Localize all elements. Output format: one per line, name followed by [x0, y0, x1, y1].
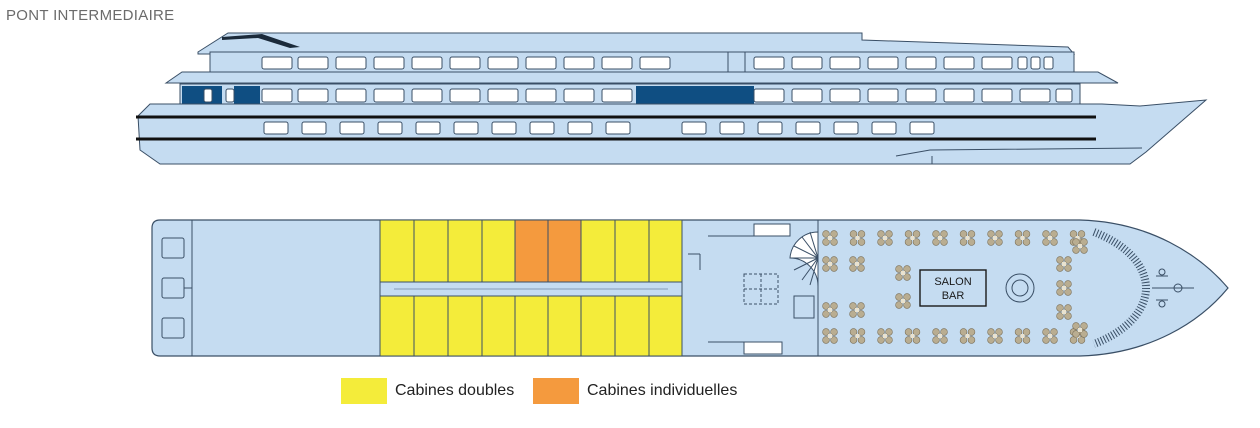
table-icon [849, 328, 866, 344]
table-icon [895, 293, 911, 309]
legend-swatch-single [533, 378, 579, 404]
table-icon [849, 230, 866, 246]
cabin-single[interactable] [514, 219, 549, 283]
stern-fixtures [161, 237, 192, 339]
hull-portholes [263, 121, 935, 135]
table-icon [987, 328, 1003, 344]
salon-bar[interactable]: SALON BAR [919, 269, 987, 307]
table-icon [1042, 230, 1058, 246]
legend-swatch-double [341, 378, 387, 404]
salon-tables [822, 230, 1088, 344]
cabin-double[interactable] [580, 295, 616, 357]
table-icon [1056, 256, 1072, 272]
sun-deck-railing [222, 34, 300, 48]
anchor-icon [1152, 268, 1194, 308]
table-icon [959, 328, 976, 344]
cabin-double[interactable] [481, 295, 516, 357]
table-icon [849, 302, 865, 318]
legend-single: Cabines individuelles [533, 378, 737, 404]
lobby-area [688, 220, 819, 356]
table-icon [904, 230, 921, 246]
table-icon [1014, 328, 1031, 344]
dance-floor-icon [1005, 273, 1035, 303]
upper-windows [261, 56, 1054, 70]
table-icon [849, 256, 865, 272]
cabin-single[interactable] [547, 219, 582, 283]
table-icon [932, 328, 948, 344]
table-icon [1056, 280, 1072, 296]
table-icon [822, 256, 838, 272]
legend-label-single: Cabines individuelles [587, 382, 738, 399]
cabin-double[interactable] [379, 219, 415, 283]
cabin-double[interactable] [514, 295, 549, 357]
table-icon [877, 230, 893, 246]
legend-double: Cabines doubles [341, 378, 514, 404]
middle-deck-roof [164, 71, 1119, 84]
legend-label-double: Cabines doubles [395, 382, 515, 399]
cabin-double[interactable] [379, 295, 415, 357]
deck-plan: SALON BAR [151, 219, 1229, 357]
spiral-staircase-icon [789, 231, 819, 287]
hull [137, 99, 1208, 165]
cabin-double[interactable] [547, 295, 582, 357]
table-icon [1014, 230, 1031, 246]
salon-label-line2: BAR [942, 290, 965, 302]
table-icon [1072, 322, 1088, 338]
table-icon [822, 328, 838, 344]
cabin-block [379, 219, 683, 357]
table-icon [877, 328, 893, 344]
cabin-double[interactable] [447, 295, 483, 357]
sun-deck-superstructure [197, 32, 1076, 55]
table-icon [959, 230, 976, 246]
table-icon [1056, 304, 1072, 320]
salon-label-line1: SALON [934, 276, 971, 288]
cabin-double[interactable] [648, 295, 683, 357]
cabin-double[interactable] [481, 219, 516, 283]
table-icon [1042, 328, 1058, 344]
table-icon [895, 265, 911, 281]
staircase-icon [743, 341, 783, 355]
table-icon [822, 302, 838, 318]
cabin-double[interactable] [614, 295, 650, 357]
table-icon [904, 328, 921, 344]
table-icon [932, 230, 948, 246]
cabin-double[interactable] [614, 219, 650, 283]
table-icon [987, 230, 1003, 246]
bow-lines [895, 147, 1143, 157]
table-icon [822, 230, 838, 246]
cabin-double[interactable] [413, 219, 449, 283]
middle-windows [203, 88, 1073, 103]
side-view-group [136, 32, 1208, 165]
staircase-icon [753, 223, 791, 237]
cabin-double[interactable] [580, 219, 616, 283]
bow-deck-rail [1092, 228, 1151, 348]
table-icon [1072, 238, 1088, 254]
deck-title: PONT INTERMEDIAIRE [6, 7, 175, 24]
cabin-double[interactable] [648, 219, 683, 283]
cabin-double[interactable] [447, 219, 483, 283]
cabin-double[interactable] [413, 295, 449, 357]
deck-outline [151, 219, 1229, 357]
